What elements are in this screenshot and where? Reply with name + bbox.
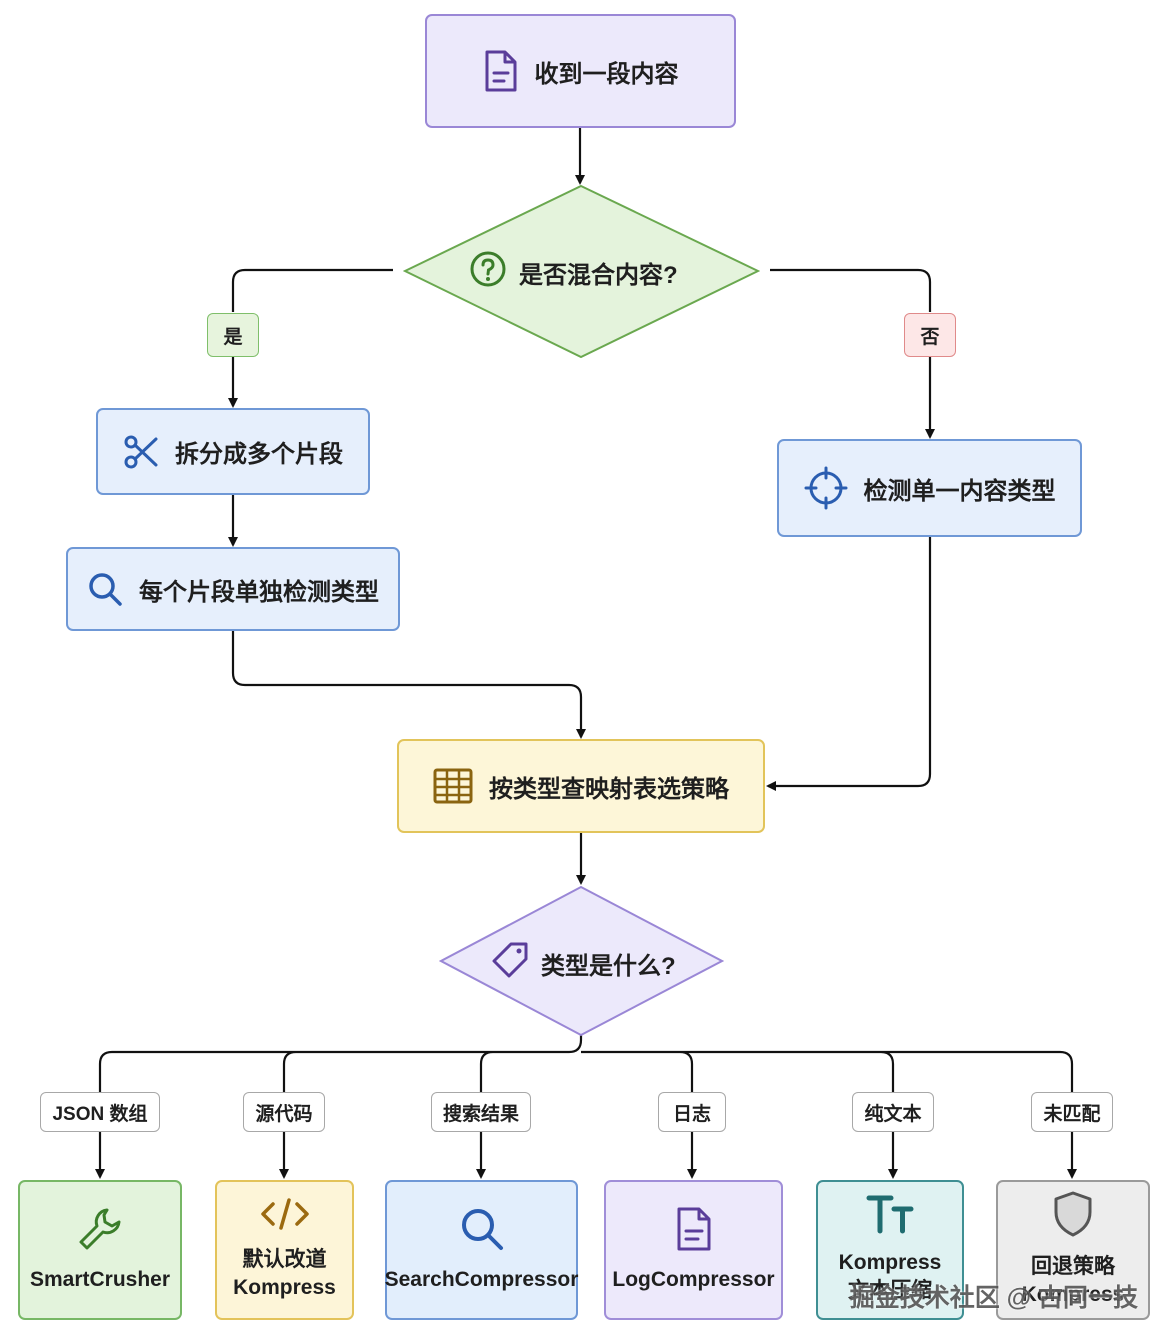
leaf-text-kompress-line2: 文本压缩 [848, 1279, 932, 1303]
leaf-default-kompress: 默认改道 Kompress [215, 1180, 354, 1320]
node-split: 拆分成多个片段 [96, 408, 370, 495]
search-icon [87, 571, 123, 607]
decision-which-type-label: 类型是什么? [541, 953, 676, 980]
branch-yes-tag: 是 [207, 313, 259, 357]
crosshair-icon [804, 466, 848, 510]
shield-icon [1052, 1190, 1094, 1246]
route-tag-search: 搜索结果 [431, 1092, 531, 1132]
leaf-searchcompressor-line1: SearchCompressor [384, 1268, 579, 1291]
edge-yes-branch [231, 268, 393, 312]
route-tag-log: 日志 [658, 1092, 726, 1132]
leaf-smartcrusher-line1: SmartCrusher [29, 1268, 171, 1291]
route-tag-text: 纯文本 [852, 1092, 934, 1132]
leaf-logcompressor-line1: LogCompressor [612, 1268, 775, 1291]
decision-is-mixed: 是否混合内容? [402, 184, 761, 359]
node-receive-label: 收到一段内容 [534, 60, 679, 88]
question-icon [469, 250, 507, 295]
branch-no-tag: 否 [904, 313, 956, 357]
leaf-text-kompress-line1: Kompress [838, 1250, 942, 1274]
edge-no-branch [770, 268, 932, 312]
leaf-logcompressor: LogCompressor [604, 1180, 783, 1320]
node-detect-single: 检测单一内容类型 [777, 439, 1082, 537]
tag-icon [491, 941, 529, 986]
leaf-fallback-kompress: 回退策略 Kompress [996, 1180, 1150, 1320]
route-tag-json: JSON 数组 [40, 1092, 160, 1132]
node-lookup-label: 按类型查映射表选策略 [489, 775, 729, 803]
table-icon [433, 768, 473, 804]
leaf-fallback-kompress-line1: 回退策略 [1031, 1254, 1115, 1278]
node-detect-each: 每个片段单独检测类型 [66, 547, 400, 631]
code-icon [260, 1197, 310, 1239]
leaf-default-kompress-line2: Kompress [233, 1276, 336, 1300]
edge-detect-single-to-lookup [766, 536, 932, 791]
route-tag-code: 源代码 [243, 1092, 325, 1132]
leaf-fallback-kompress-line2: Kompress [1021, 1283, 1125, 1307]
node-receive: 收到一段内容 [425, 14, 736, 128]
wrench-icon [77, 1206, 123, 1260]
document-icon [483, 49, 519, 93]
watermark: 掘金技术社区 @ 古同一技 [849, 1284, 1138, 1312]
leaf-default-kompress-line1: 默认改道 [242, 1247, 327, 1271]
leaf-smartcrusher: SmartCrusher [18, 1180, 182, 1320]
decision-is-mixed-label: 是否混合内容? [519, 262, 678, 289]
leaf-searchcompressor: SearchCompressor [385, 1180, 578, 1320]
document-icon [675, 1206, 713, 1260]
node-split-label: 拆分成多个片段 [175, 441, 343, 468]
node-detect-single-label: 检测单一内容类型 [863, 477, 1056, 505]
node-detect-each-label: 每个片段单独检测类型 [139, 578, 379, 606]
route-tag-unmatched: 未匹配 [1031, 1092, 1113, 1132]
edge-type-bus [98, 1035, 1074, 1092]
decision-which-type: 类型是什么? [438, 885, 725, 1037]
leaf-text-kompress: Kompress 文本压缩 [816, 1180, 964, 1320]
scissors-icon [123, 434, 159, 470]
node-lookup: 按类型查映射表选策略 [397, 739, 765, 833]
search-icon [459, 1206, 505, 1260]
text-size-icon [866, 1194, 914, 1242]
edge-detect-each-to-lookup [231, 630, 586, 739]
